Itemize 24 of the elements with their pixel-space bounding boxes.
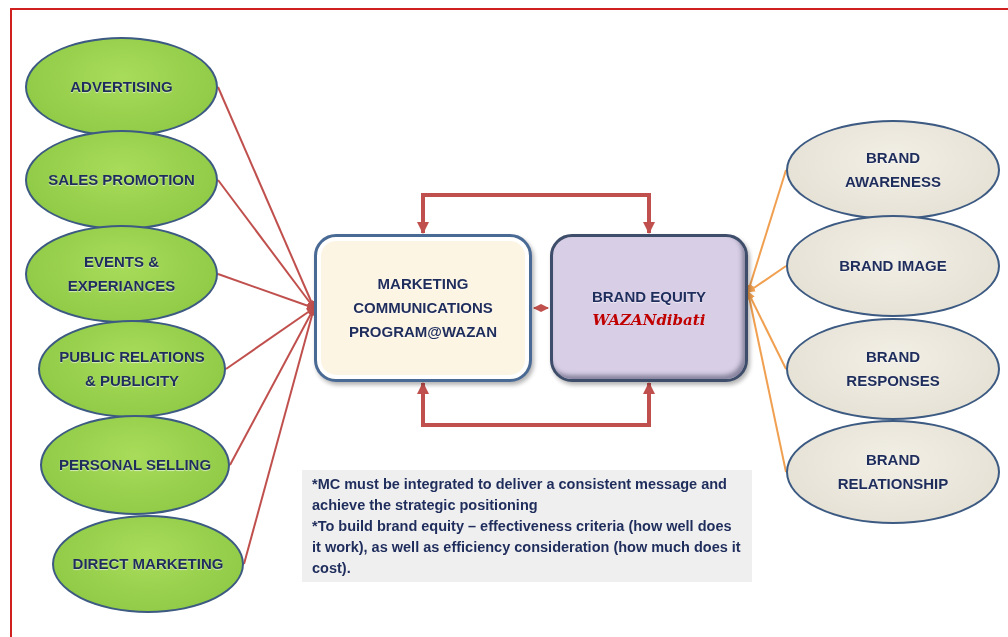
note-text: *MC must be integrated to deliver a consistent message and achieve the strategic positioning [312,474,728,515]
node-label: BRAND EQUITY [591,287,707,307]
rounded-box [314,234,532,382]
rounded-box [550,234,748,382]
node-label: BRAND RELATIONSHIP [837,450,949,494]
arrow [217,273,315,310]
node-label: BRAND AWARENESS [844,148,942,192]
node-label: SALES PROMOTION [48,170,195,190]
arrow [747,291,787,370]
node-label: PERSONAL SELLING [58,455,212,475]
arrow [417,382,655,427]
arrow [747,265,787,293]
note-text: *To build brand equity – effectiveness criteria (how well does it work), as well as efficiency consideration (how much does it cost). [312,516,742,578]
arrow [225,307,315,370]
signature-text: WAZANdibati [592,310,706,331]
node-label: EVENTS & EXPERIANCES [66,252,177,296]
arrow [417,193,655,234]
node-label: ADVERTISING [70,77,173,97]
node-label: PUBLIC RELATIONS & PUBLICITY [58,347,206,391]
node-label: MARKETING COMMUNICATIONS PROGRAM@WAZAN [348,274,498,342]
node-label: BRAND IMAGE [839,256,947,276]
node-label: BRAND RESPONSES [845,347,941,391]
node-label: DIRECT MARKETING [72,554,224,574]
arrow [533,304,549,312]
